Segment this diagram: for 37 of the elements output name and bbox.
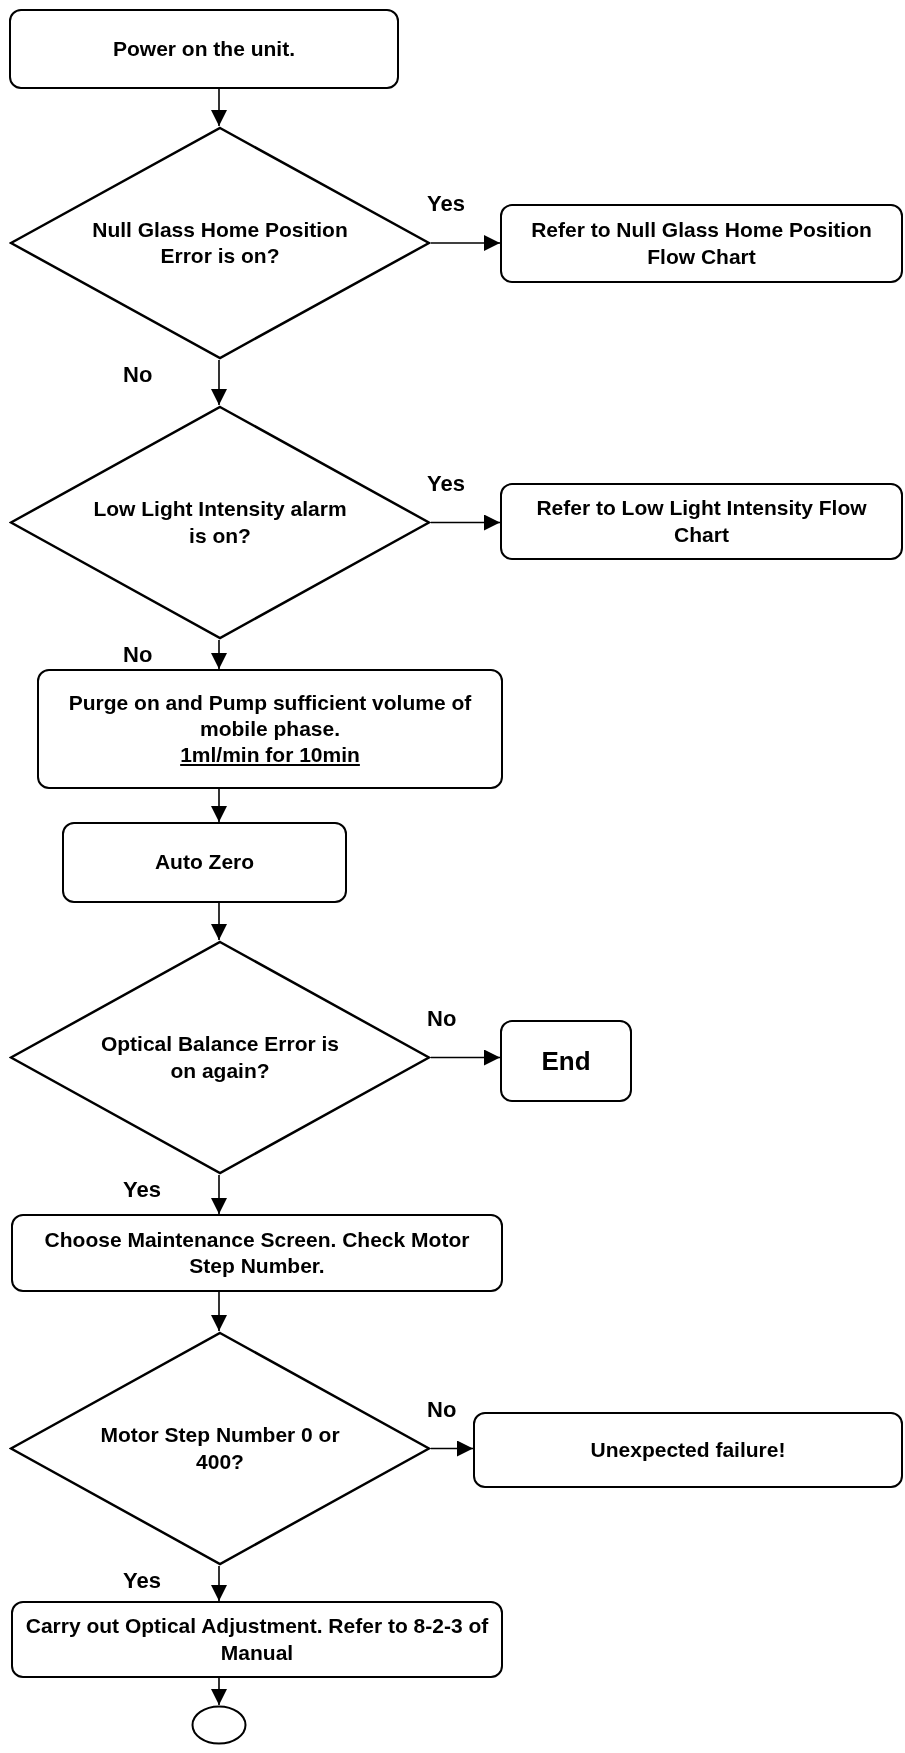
step-text: Carry out Optical Adjustment. Refer to 8-2-3 of Manual: [25, 1613, 489, 1666]
decision-text: Null Glass Home Position Error is on?: [91, 216, 349, 269]
arrow: [211, 639, 227, 670]
process-box: [473, 1412, 903, 1488]
process-box: [500, 204, 903, 283]
arrow: [211, 902, 227, 941]
step-text: Refer to Low Light Intensity Flow Chart: [535, 495, 868, 548]
process-box: [500, 483, 903, 560]
step-text: Power on the unit.: [113, 35, 295, 62]
step-text: End: [541, 1044, 591, 1078]
arrow: [211, 788, 227, 823]
arrow: [211, 1677, 227, 1706]
arrow: [211, 359, 227, 406]
arrow: [430, 1440, 474, 1457]
step-text: Refer to Null Glass Home Position Flow Chart: [530, 217, 873, 270]
arrow: [211, 1291, 227, 1332]
decision-text: Motor Step Number 0 or 400?: [99, 1422, 341, 1475]
step-text: Auto Zero: [154, 849, 255, 876]
terminator-circle: [191, 1705, 247, 1745]
process-box: [37, 669, 503, 789]
arrow: [430, 514, 501, 531]
arrow: [211, 88, 227, 127]
decision-text: Low Light Intensity alarm is on?: [92, 496, 348, 549]
process-box: [9, 9, 399, 89]
arrow: [211, 1174, 227, 1215]
decision-text: Optical Balance Error is on again?: [99, 1031, 341, 1084]
arrow: [430, 235, 501, 251]
process-box: [11, 1214, 503, 1292]
arrow: [211, 1565, 227, 1602]
process-box: [500, 1020, 632, 1102]
step-text: Purge on and Pump sufficient volume of mobile phase.: [67, 689, 473, 742]
rate-note: 1ml/min for 10min: [180, 742, 360, 769]
process-box: [11, 1601, 503, 1678]
arrow: [430, 1049, 501, 1066]
step-text: Choose Maintenance Screen. Check Motor Step Number.: [43, 1226, 471, 1279]
process-box: [62, 822, 347, 903]
step-text: Unexpected failure!: [590, 1436, 786, 1463]
